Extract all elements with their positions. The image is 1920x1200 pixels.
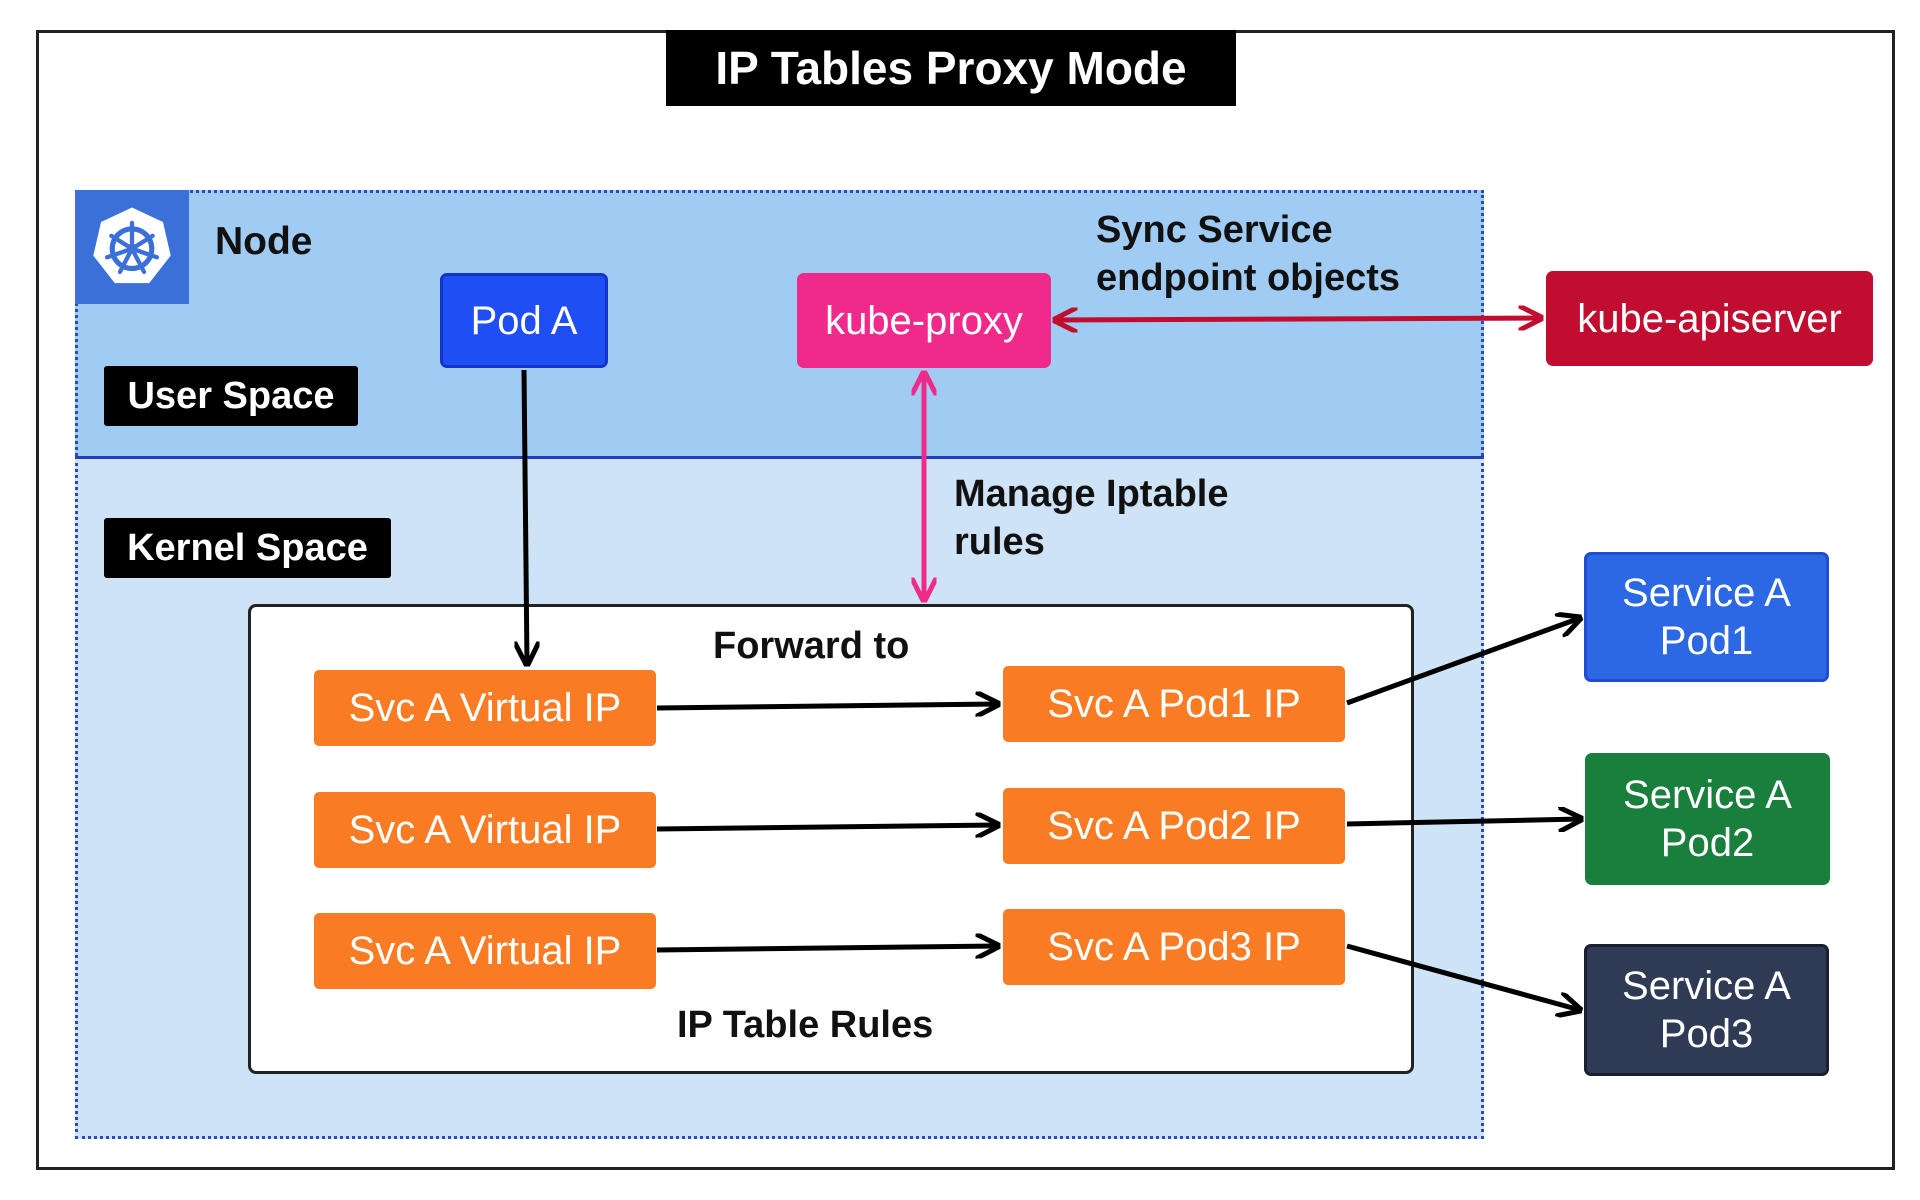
kernel-space-tag: Kernel Space <box>104 518 391 578</box>
arrow-kube-proxy-apiserver <box>1055 318 1541 320</box>
pod2-line1: Service A <box>1623 773 1792 817</box>
pod2-line2: Pod2 <box>1660 821 1755 865</box>
pod1-line1: Service A <box>1622 571 1791 615</box>
user-space-tag: User Space <box>104 366 358 426</box>
pod3-line1: Service A <box>1622 964 1791 1008</box>
arrow-virtual-ip-to-pod2-ip <box>656 825 998 829</box>
manage-label-line1: Manage Iptable <box>954 473 1229 515</box>
pod-a-box: Pod A <box>440 273 608 368</box>
arrow-virtual-ip-to-pod3-ip <box>656 946 998 950</box>
kube-proxy-box: kube-proxy <box>797 273 1051 368</box>
virtual-ip-box-2: Svc A Virtual IP <box>314 792 656 868</box>
pod3-line2: Pod3 <box>1659 1012 1754 1056</box>
forward-to-label: Forward to <box>713 625 910 667</box>
manage-label-line2: rules <box>954 521 1045 563</box>
pod1-ip-box: Svc A Pod1 IP <box>1003 666 1345 742</box>
virtual-ip-box-1: Svc A Virtual IP <box>314 670 656 746</box>
service-a-pod2-box: Service A Pod2 <box>1585 753 1830 885</box>
sync-label-line1: Sync Service <box>1096 209 1333 251</box>
pod2-ip-box: Svc A Pod2 IP <box>1003 788 1345 864</box>
virtual-ip-box-3: Svc A Virtual IP <box>314 913 656 989</box>
arrow-pod2-ip-to-service-pod2 <box>1346 819 1581 824</box>
arrow-pod1-ip-to-service-pod1 <box>1346 618 1580 706</box>
manage-iptable-label: Manage Iptable rules <box>954 470 1229 566</box>
ip-table-rules-caption: IP Table Rules <box>677 1004 934 1046</box>
node-label: Node <box>215 220 313 263</box>
diagram-title: IP Tables Proxy Mode <box>666 30 1236 106</box>
pod3-ip-box: Svc A Pod3 IP <box>1003 909 1345 985</box>
service-a-pod1-box: Service A Pod1 <box>1584 552 1829 682</box>
arrow-pod3-ip-to-service-pod3 <box>1346 943 1580 1010</box>
pod1-line2: Pod1 <box>1659 619 1754 663</box>
sync-service-label: Sync Service endpoint objects <box>1096 206 1400 302</box>
sync-label-line2: endpoint objects <box>1096 257 1400 299</box>
kubernetes-helm-wheel-icon <box>75 190 189 304</box>
arrow-pod-a-virtual-ip <box>524 369 527 664</box>
service-a-pod3-box: Service A Pod3 <box>1584 944 1829 1076</box>
arrow-virtual-ip-to-pod1-ip <box>656 704 998 708</box>
kube-apiserver-box: kube-apiserver <box>1546 271 1873 366</box>
